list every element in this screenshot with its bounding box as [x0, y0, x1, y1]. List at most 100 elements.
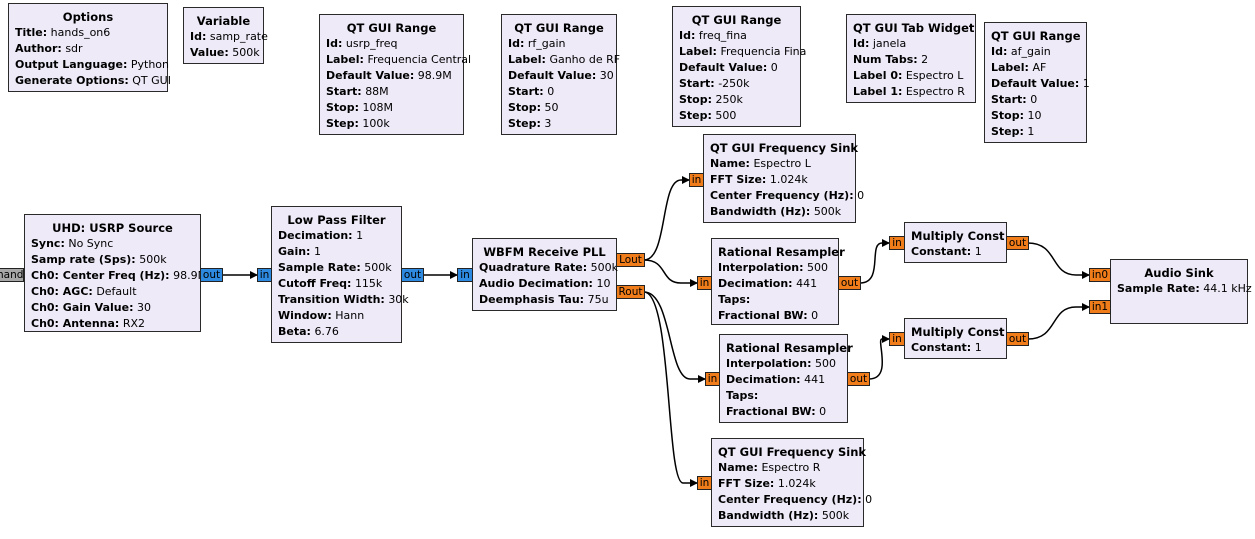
block-param-row: Sample Rate: 44.1 kHz	[1117, 281, 1252, 297]
port-resampler-l-in[interactable]: in	[697, 276, 712, 290]
port-sink-r-in[interactable]: in	[697, 476, 712, 490]
param-key: Label:	[508, 53, 546, 66]
wire-mult-l-to-audio	[1027, 242, 1090, 279]
port-resampler-r-out[interactable]: out	[847, 372, 870, 386]
param-key: Default Value:	[679, 61, 768, 74]
block-param-row: Samp rate (Sps): 500k	[31, 252, 194, 268]
block-param-row: Cutoff Freq: 115k	[278, 276, 395, 292]
param-key: Sample Rate:	[278, 261, 361, 274]
block-param-row: Ch0: AGC: Default	[31, 284, 194, 300]
param-value: Python	[130, 58, 169, 71]
block-param-row: Id: rf_gain	[508, 36, 610, 52]
block-param-row: Stop: 10	[991, 108, 1080, 124]
param-value: 0	[1030, 93, 1038, 106]
param-value: 0	[547, 85, 555, 98]
block-param-row: FFT Size: 1.024k	[718, 476, 857, 492]
param-value: 44.1 kHz	[1203, 282, 1252, 295]
port-wbfm-in[interactable]: in	[457, 268, 473, 282]
param-key: Label:	[991, 61, 1029, 74]
block-title: Variable	[196, 14, 251, 28]
param-key: Samp rate (Sps):	[31, 253, 136, 266]
param-key: Output Language:	[15, 58, 128, 71]
param-key: Title:	[15, 26, 48, 39]
param-key: Interpolation:	[726, 357, 812, 370]
port-resampler-r-in[interactable]: in	[705, 372, 720, 386]
param-key: Bandwidth (Hz):	[710, 205, 811, 218]
param-key: Taps:	[726, 389, 759, 402]
param-key: Id:	[991, 45, 1008, 58]
param-value: 441	[796, 277, 818, 290]
port-mult-r-out[interactable]: out	[1006, 332, 1029, 346]
param-key: Default Value:	[991, 77, 1080, 90]
port-mult-l-out[interactable]: out	[1006, 236, 1029, 250]
param-key: Id:	[508, 37, 525, 50]
wire-rout-to-resampler-r	[643, 291, 706, 383]
port-mult-r-in[interactable]: in	[889, 332, 905, 346]
port-sink-l-in[interactable]: in	[689, 173, 704, 187]
param-key: Num Tabs:	[853, 53, 918, 66]
param-value: No Sync	[68, 237, 114, 250]
param-key: Stop:	[326, 101, 360, 114]
param-key: Id:	[190, 30, 207, 43]
param-value: 98.9M	[417, 69, 452, 82]
block-param-row: Interpolation: 500	[718, 260, 832, 276]
param-value: samp_rate	[209, 30, 268, 43]
param-value: 0	[857, 189, 865, 202]
block-param-row: Id: janela	[853, 36, 969, 52]
param-value: 30	[136, 301, 151, 314]
port-lpf-in[interactable]: in	[257, 268, 272, 282]
param-value: 441	[804, 373, 826, 386]
port-mult-l-in[interactable]: in	[889, 236, 905, 250]
block-title: Options	[62, 10, 114, 24]
param-value: 100k	[362, 117, 390, 130]
block-param-row: Label: Ganho de RF	[508, 52, 620, 68]
param-value: 88M	[365, 85, 389, 98]
param-key: Label:	[326, 53, 364, 66]
block-param-row: Name: Espectro L	[710, 156, 849, 172]
block-param-row: Label: AF	[991, 60, 1080, 76]
port-audio-in1[interactable]: in1	[1089, 300, 1111, 314]
param-key: Label 1:	[853, 85, 903, 98]
block-param-row: Fractional BW: 0	[726, 404, 841, 420]
port-edge-out[interactable]: hand	[0, 268, 24, 282]
block-param-row: Bandwidth (Hz): 500k	[710, 204, 849, 220]
port-lpf-out[interactable]: out	[401, 268, 424, 282]
port-wbfm-lout[interactable]: Lout	[616, 253, 645, 267]
block-param-row: Value: 500k	[190, 45, 260, 61]
block-title: WBFM Receive PLL	[483, 245, 606, 259]
param-key: Cutoff Freq:	[278, 277, 352, 290]
param-value: 500	[715, 109, 737, 122]
param-value: 1	[356, 229, 364, 242]
param-key: Ch0: AGC:	[31, 285, 93, 298]
param-key: Constant:	[911, 245, 972, 258]
param-key: Window:	[278, 309, 332, 322]
block-title: QT GUI Frequency Sink	[710, 141, 859, 155]
param-key: Interpolation:	[718, 261, 804, 274]
port-audio-in0[interactable]: in0	[1089, 268, 1111, 282]
block-param-row: Decimation: 441	[718, 276, 832, 292]
port-resampler-l-out[interactable]: out	[838, 276, 861, 290]
block-param-row: Stop: 108M	[326, 100, 457, 116]
param-key: Default Value:	[326, 69, 415, 82]
block-param-row: Title: hands_on6	[15, 25, 161, 41]
param-key: Value:	[190, 46, 229, 59]
block-param-row: Decimation: 1	[278, 228, 395, 244]
block-param-row: Fractional BW: 0	[718, 308, 832, 324]
port-usrp-out[interactable]: out	[200, 268, 223, 282]
port-wbfm-rout[interactable]: Rout	[616, 285, 645, 299]
